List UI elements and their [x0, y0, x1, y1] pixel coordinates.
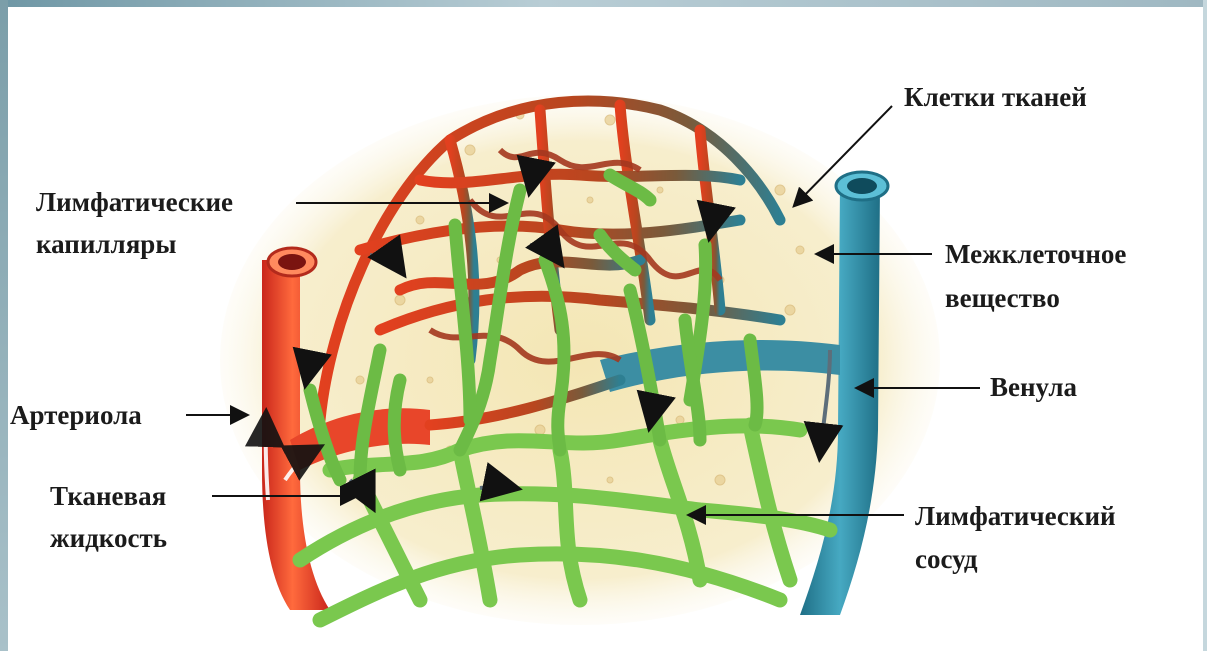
label-lymph-capillaries-line2: капилляры — [36, 226, 176, 263]
label-lymph-capillaries-line1: Лимфатические — [36, 184, 233, 221]
label-tissue-fluid-line1: Тканевая — [50, 478, 166, 515]
label-lymph-vessel-line2: сосуд — [915, 541, 978, 578]
label-cells: Клетки тканей — [904, 79, 1087, 116]
label-interstitial-line2: вещество — [945, 280, 1060, 317]
label-interstitial-line1: Межклеточное — [945, 236, 1126, 273]
label-arteriole: Артериола — [10, 397, 142, 434]
label-tissue-fluid-line2: жидкость — [50, 520, 167, 557]
label-venule: Венула — [990, 369, 1077, 406]
label-lymph-vessel-line1: Лимфатический — [915, 498, 1116, 535]
